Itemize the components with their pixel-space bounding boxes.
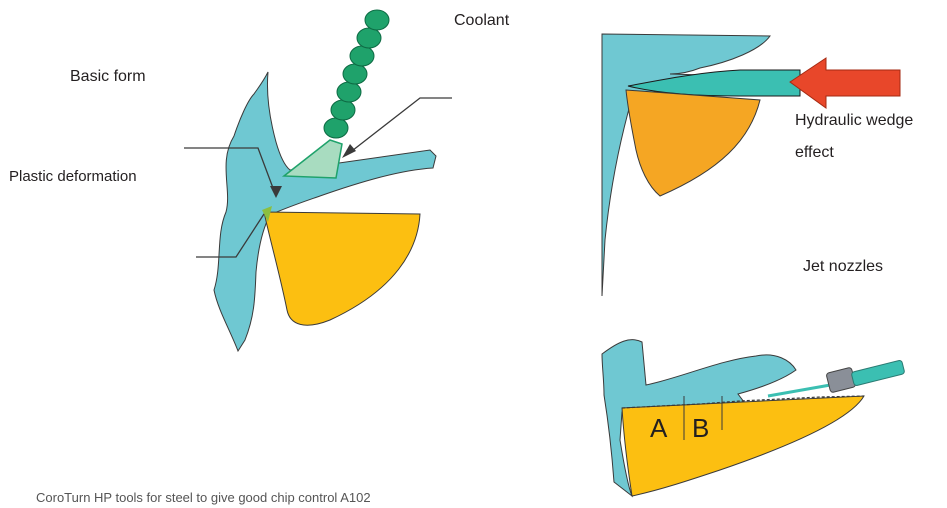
- label-coolant: Coolant: [454, 12, 509, 30]
- pressure-arrow: [790, 58, 900, 108]
- label-basic-form: Basic form: [70, 68, 146, 86]
- label-jet-nozzles: Jet nozzles: [803, 258, 883, 276]
- label-zone-b: B: [692, 413, 709, 444]
- leader-coolant-pointer: [348, 98, 452, 154]
- coolant-jet-line: [768, 384, 836, 396]
- hydraulic-wedge-diagram: [602, 34, 900, 296]
- jet-nozzle: [826, 360, 905, 393]
- coolant-hose: [324, 10, 389, 138]
- cutting-insert-upper: [626, 90, 760, 196]
- left-cutting-diagram: [184, 10, 452, 351]
- cutting-insert: [264, 212, 420, 325]
- label-zone-a: A: [650, 413, 667, 444]
- jet-nozzles-diagram: [602, 340, 905, 496]
- coolant-jet-stream: [284, 140, 342, 178]
- label-hydraulic-wedge-line2: effect: [795, 144, 834, 162]
- label-plastic-deformation: Plastic deformation: [9, 168, 137, 185]
- label-hydraulic-wedge-line1: Hydraulic wedge: [795, 112, 913, 130]
- arrowhead-coolant: [342, 144, 356, 158]
- cutting-insert-lower: [622, 396, 864, 496]
